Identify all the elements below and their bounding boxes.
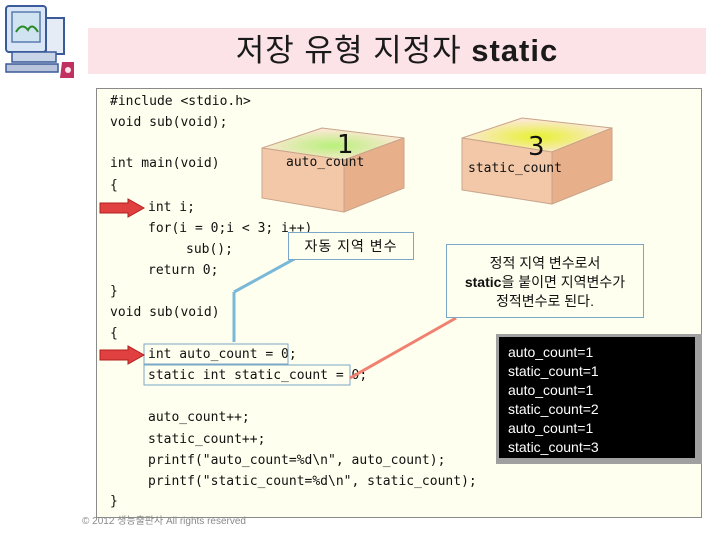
console-line: auto_count=1 — [508, 420, 594, 436]
callout-static-line3: 정적변수로 된다. — [496, 293, 594, 309]
code-line-sub-def: void sub(void) — [110, 305, 220, 320]
console-line: static_count=2 — [508, 401, 599, 417]
code-line-sub-close: } — [110, 494, 118, 509]
code-line-main-open: { — [110, 178, 118, 193]
auto-count-box — [261, 127, 405, 213]
auto-count-label: auto_count — [286, 155, 365, 170]
code-line-sub-open: { — [110, 326, 118, 341]
auto-count-value: 1 — [337, 130, 354, 160]
callout-static-keyword: static — [464, 274, 502, 290]
callout-static-line1: 정적 지역 변수로서 — [489, 255, 601, 271]
console-line: static_count=3 — [508, 439, 599, 455]
auto-connector-diagonal — [233, 256, 297, 294]
console-line: auto_count=1 — [508, 382, 594, 398]
arrow-int-i-icon — [99, 198, 146, 218]
static-count-value: 3 — [528, 132, 545, 162]
console-output: auto_count=1 static_count=1 auto_count=1… — [496, 334, 702, 464]
title-prefix: 저장 유형 지정자 — [235, 33, 472, 68]
code-line-include: #include <stdio.h> — [110, 94, 251, 109]
code-line-auto-inc: auto_count++; — [148, 410, 250, 425]
callout-static-line2: static을 붙이면 지역변수가 — [447, 273, 643, 292]
code-line-int-i: int i; — [148, 200, 195, 215]
code-line-main-close: } — [110, 284, 118, 299]
code-line-prototype: void sub(void); — [110, 115, 228, 130]
slide-title: 저장 유형 지정자 static — [88, 28, 706, 74]
console-line: static_count=1 — [508, 363, 599, 379]
auto-decl-highlight — [143, 343, 289, 365]
console-line: auto_count=1 — [508, 344, 594, 360]
static-decl-highlight — [143, 364, 351, 386]
code-line-sub-call: sub(); — [186, 242, 233, 257]
static-count-label: static_count — [468, 161, 562, 176]
code-line-static-decl: static int static_count = 0; — [148, 368, 368, 383]
title-keyword: static — [471, 33, 559, 68]
arrow-auto-decl-icon — [99, 345, 146, 365]
code-line-return: return 0; — [148, 263, 219, 278]
static-count-box — [461, 117, 613, 205]
code-line-printf-static: printf("static_count=%d\n", static_count… — [148, 474, 477, 489]
code-line-main: int main(void) — [110, 156, 220, 171]
callout-auto-local: 자동 지역 변수 — [288, 232, 414, 260]
static-connector — [349, 316, 457, 380]
callout-static-local: 정적 지역 변수로서 static을 붙이면 지역변수가 정적변수로 된다. — [446, 244, 644, 318]
code-line-auto-decl: int auto_count = 0; — [148, 347, 297, 362]
code-line-static-inc: static_count++; — [148, 432, 266, 447]
code-line-printf-auto: printf("auto_count=%d\n", auto_count); — [148, 453, 446, 468]
callout-static-line2-rest: 을 붙이면 지역변수가 — [501, 274, 626, 290]
title-band — [88, 28, 706, 74]
copyright-footer: © 2012 생능출판사 All rights reserved — [82, 516, 246, 527]
computer-icon — [5, 5, 74, 78]
